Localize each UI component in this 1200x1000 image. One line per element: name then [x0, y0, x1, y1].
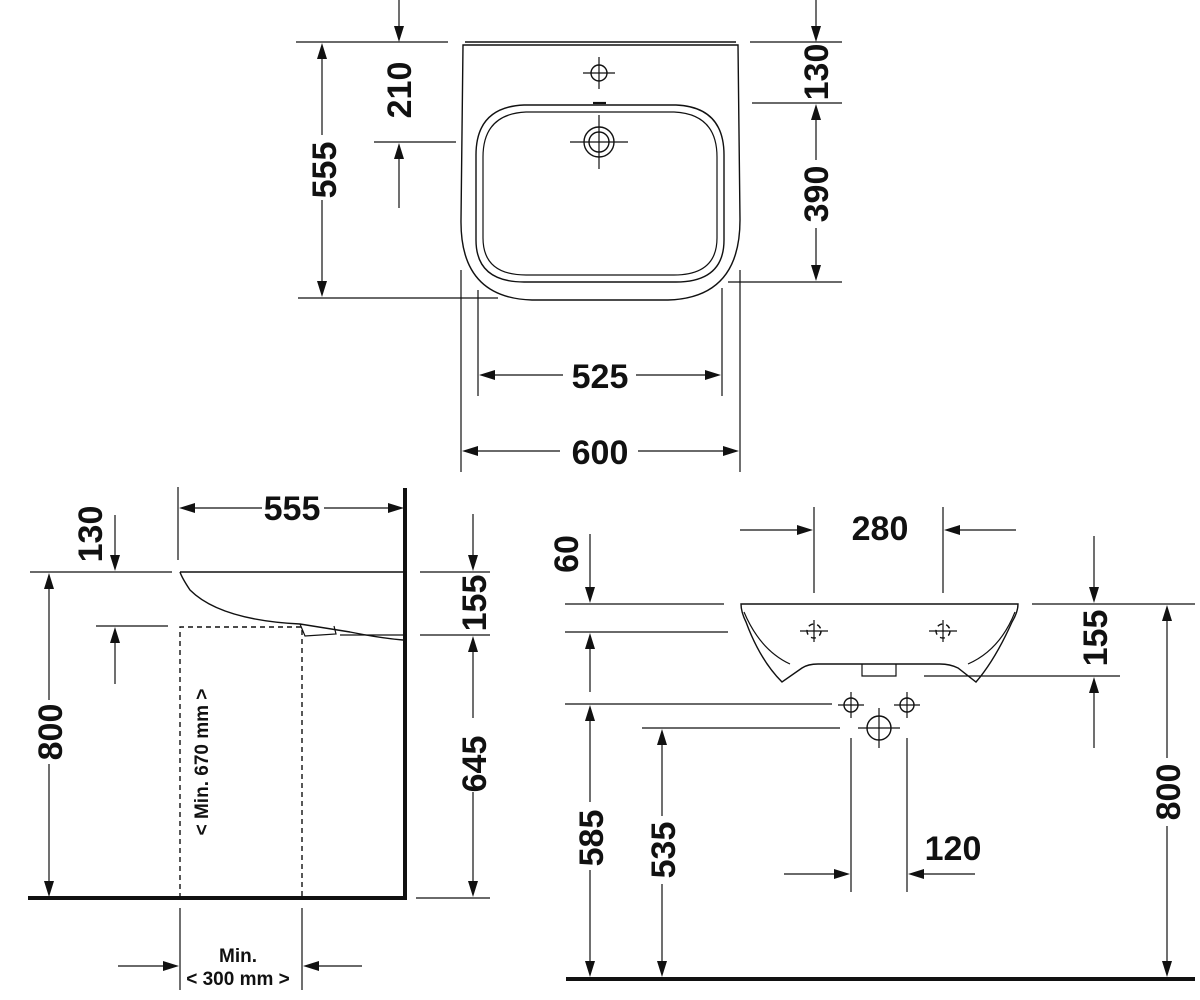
rim-offset-label: 130 [72, 506, 110, 563]
waste-outlet-icon [858, 708, 900, 748]
front-view: 280 60 155 800 585 535 [548, 507, 1195, 981]
tap-hole-left-icon [800, 620, 828, 642]
supply-spacing-label: 120 [925, 830, 982, 868]
basin-outline [460, 44, 741, 301]
tap-spacing-label: 280 [852, 510, 909, 548]
underside-height-label: 645 [456, 736, 494, 793]
top-view: 555 210 130 390 525 600 [296, 0, 842, 472]
clearance-zone [179, 626, 303, 898]
drain-hole-icon [570, 115, 628, 169]
tap-to-back-label: 210 [381, 62, 419, 119]
side-rim-height-label: 800 [32, 704, 70, 761]
side-view: < Min. 670 mm > 555 130 800 155 [28, 487, 494, 990]
front-rim-height-label: 800 [1150, 764, 1188, 821]
supply-left-icon [838, 692, 864, 718]
rim-to-tap-label: 60 [548, 535, 586, 573]
rim-to-underside-label: 155 [456, 575, 494, 632]
supply-height-label: 585 [573, 810, 611, 867]
bowl-outline [475, 104, 725, 283]
bowl-depth-label: 390 [798, 166, 836, 223]
tap-hole-right-icon [929, 620, 957, 642]
basin-front [740, 603, 1019, 683]
clearance-height-label: < Min. 670 mm > [192, 689, 213, 836]
supply-right-icon [894, 692, 920, 718]
basin-height-label: 155 [1077, 610, 1115, 667]
top-depth-label: 555 [306, 142, 344, 199]
side-depth-label: 555 [264, 490, 321, 528]
overall-width-label: 600 [572, 434, 629, 472]
back-to-bowl-label: 130 [798, 44, 836, 101]
bowl-width-label: 525 [572, 358, 629, 396]
tap-hole-icon [583, 57, 615, 89]
clearance-width-label: < 300 mm > [186, 969, 290, 990]
clearance-width-caption: Min. [219, 946, 257, 967]
waste-height-label: 535 [645, 822, 683, 879]
